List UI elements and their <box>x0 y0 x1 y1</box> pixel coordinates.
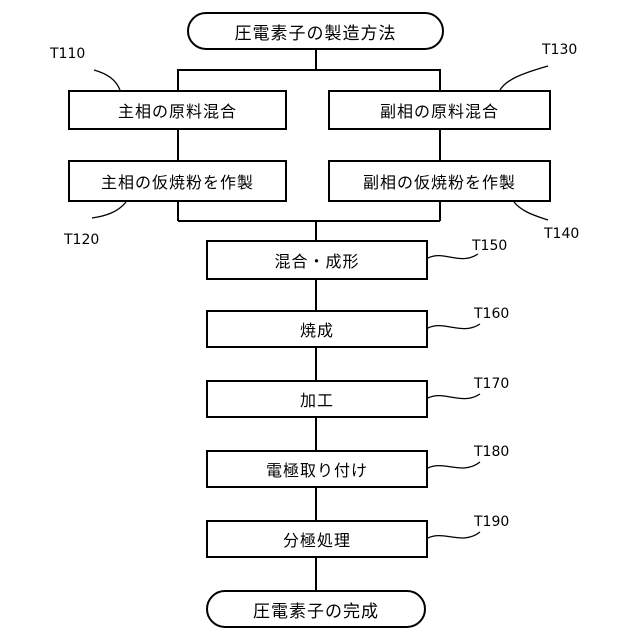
label-t110: T110 <box>50 46 85 62</box>
leader-t150 <box>428 254 478 259</box>
step-sub-calcine: 副相の仮焼粉を作製 <box>328 160 551 202</box>
label-t190: T190 <box>474 514 509 530</box>
label-t140: T140 <box>544 226 579 242</box>
label-t180: T180 <box>474 444 509 460</box>
end-terminal: 圧電素子の完成 <box>206 590 426 628</box>
step-electrode: 電極取り付け <box>206 450 428 488</box>
step-main-calcine: 主相の仮焼粉を作製 <box>68 160 287 202</box>
leader-t110 <box>94 70 120 90</box>
leader-t140 <box>514 202 548 220</box>
label-t150: T150 <box>472 238 507 254</box>
label-t160: T160 <box>474 306 509 322</box>
step-processing: 加工 <box>206 380 428 418</box>
step-main-mix: 主相の原料混合 <box>68 90 287 130</box>
step-mix-form: 混合・成形 <box>206 240 428 280</box>
leader-t120 <box>92 202 126 218</box>
leader-t190 <box>428 532 480 538</box>
step-sub-mix: 副相の原料混合 <box>328 90 551 130</box>
step-polarize: 分極処理 <box>206 520 428 558</box>
start-terminal: 圧電素子の製造方法 <box>187 12 444 50</box>
label-t170: T170 <box>474 376 509 392</box>
label-t130: T130 <box>542 42 577 58</box>
label-t120: T120 <box>64 232 99 248</box>
leader-t130 <box>500 66 548 90</box>
leader-t170 <box>428 394 480 399</box>
step-firing: 焼成 <box>206 310 428 348</box>
leader-t160 <box>428 324 480 329</box>
leader-t180 <box>428 462 480 468</box>
connector-branch-split <box>178 70 440 90</box>
